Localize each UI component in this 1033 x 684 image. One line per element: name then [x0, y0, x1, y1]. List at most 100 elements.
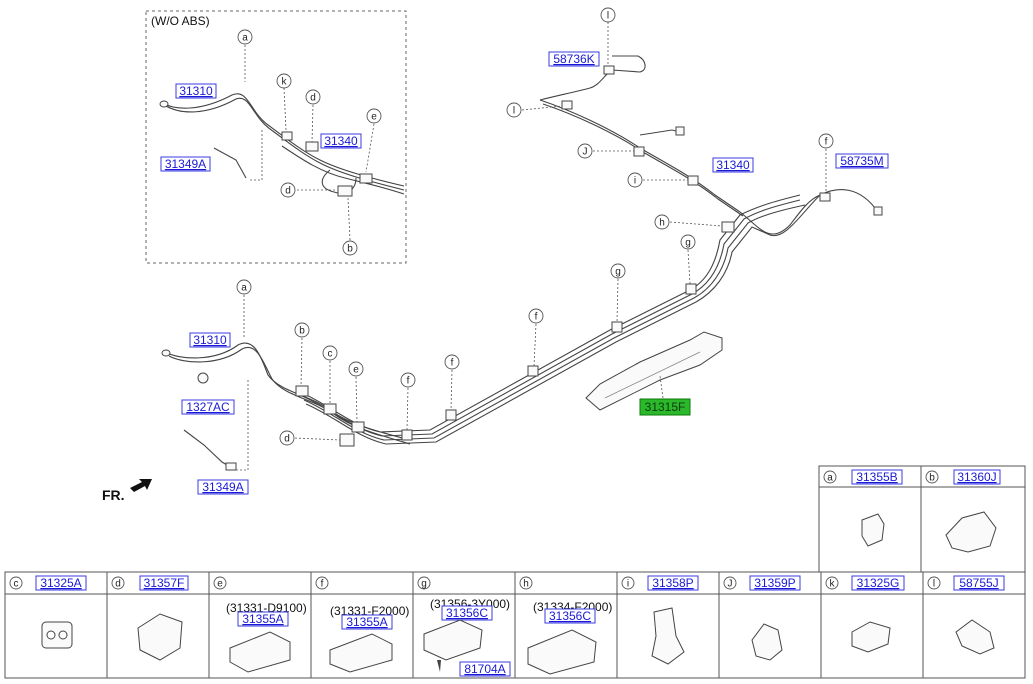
- legend-part-31325A[interactable]: 31325A: [35, 575, 87, 591]
- front-direction-indicator: FR.: [102, 479, 152, 503]
- leader-f3: [533, 323, 537, 367]
- main-clip-g1: [611, 321, 623, 333]
- inset-callout-e: e: [366, 108, 382, 124]
- legend-part-31357F[interactable]: 31357F: [139, 575, 189, 591]
- main-clip-h: [721, 221, 735, 233]
- clip-31357F-icon: [137, 613, 183, 661]
- svg-text:31358P: 31358P: [652, 576, 693, 590]
- main-heat-protector-rib: [604, 351, 701, 399]
- inset-callout-d2: d: [280, 182, 296, 198]
- main-heat-protector: [585, 331, 723, 411]
- part-58736K[interactable]: 58736K: [548, 51, 600, 67]
- main-pipe-bundle: [299, 194, 821, 445]
- part-58735M[interactable]: 58735M: [835, 153, 889, 169]
- svg-text:i: i: [634, 176, 636, 187]
- legend-cell-j: J 31359P: [723, 575, 801, 661]
- inset-clip-b: [337, 185, 353, 197]
- svg-text:c: c: [328, 349, 333, 360]
- svg-text:h: h: [659, 218, 665, 229]
- legend-cell-e: e (31331-D9100) 31355A: [213, 576, 307, 673]
- svg-text:i: i: [627, 579, 629, 590]
- svg-text:31357F: 31357F: [144, 576, 185, 590]
- inset-part-31349A[interactable]: 31349A: [160, 156, 211, 172]
- legend-part-81704A[interactable]: 81704A: [459, 661, 511, 677]
- svg-text:J: J: [728, 579, 733, 590]
- legend-cell-i: i 31358P: [621, 575, 699, 665]
- svg-text:31359P: 31359P: [754, 576, 795, 590]
- svg-text:e: e: [217, 579, 223, 590]
- svg-text:31310: 31310: [193, 333, 227, 347]
- part-31315F-highlighted[interactable]: 31315F: [639, 398, 691, 416]
- part-31349A-main[interactable]: 31349A: [197, 479, 249, 495]
- svg-text:31310: 31310: [179, 84, 213, 98]
- clip-31355A-f-icon: [329, 633, 393, 673]
- main-clip-f1: [401, 429, 413, 441]
- inset-leader-b: [347, 197, 351, 241]
- legend-part-31355A-f[interactable]: 31355A: [341, 614, 393, 630]
- clip-31325G-icon: [851, 621, 891, 653]
- legend-part-31360J[interactable]: 31360J: [953, 469, 1001, 485]
- svg-text:f: f: [451, 358, 454, 369]
- clip-31360J-icon: [945, 511, 997, 553]
- legend-part-31359P[interactable]: 31359P: [749, 575, 801, 591]
- svg-text:d: d: [115, 579, 121, 590]
- inset-pipe-short: [213, 147, 247, 179]
- svg-text:81704A: 81704A: [464, 662, 505, 676]
- svg-text:1327AC: 1327AC: [186, 400, 230, 414]
- main-clip-d: [339, 433, 355, 447]
- part-31310[interactable]: 31310: [189, 332, 231, 348]
- callout-e: e: [348, 361, 364, 377]
- svg-text:l: l: [933, 579, 935, 590]
- svg-text:d: d: [310, 93, 316, 104]
- main-clip-c: [323, 403, 337, 415]
- svg-text:58735M: 58735M: [840, 154, 883, 168]
- clip-31355A-e-icon: [229, 631, 291, 673]
- main-pipe-rear-stub: [639, 129, 681, 136]
- svg-text:31315F: 31315F: [645, 400, 686, 414]
- legend-part-31358P[interactable]: 31358P: [647, 575, 699, 591]
- legend-cell-l: l 58755J: [927, 575, 1005, 655]
- legend-cell-k: k 31325G: [825, 575, 905, 653]
- svg-text:d: d: [285, 186, 291, 197]
- leader-g1: [616, 278, 619, 323]
- callout-i: i: [627, 172, 643, 188]
- callout-f2: f: [444, 354, 460, 370]
- callout-l-left: l: [506, 102, 522, 118]
- inset-without-abs: (W/O ABS) a k d e d b 31310 31340 31349A: [145, 10, 407, 264]
- legend-part-31355A-e[interactable]: 31355A: [237, 611, 289, 627]
- svg-text:g: g: [615, 267, 621, 278]
- svg-text:h: h: [523, 579, 529, 590]
- svg-text:k: k: [282, 77, 288, 88]
- legend-cell-d: d 31357F: [111, 575, 189, 661]
- inset-part-31310[interactable]: 31310: [175, 83, 217, 99]
- legend-part-58755J[interactable]: 58755J: [953, 575, 1005, 591]
- part-1327AC[interactable]: 1327AC: [181, 399, 235, 415]
- svg-text:f: f: [321, 579, 324, 590]
- svg-text:31349A: 31349A: [165, 157, 206, 171]
- part-31340[interactable]: 31340: [712, 157, 754, 173]
- legend-part-31356C-g[interactable]: 31356C: [441, 605, 493, 621]
- callout-b: b: [294, 322, 310, 338]
- legend-bottom-grid: [4, 571, 1026, 679]
- svg-text:e: e: [353, 365, 359, 376]
- main-clip-b: [295, 385, 309, 397]
- svg-text:e: e: [371, 112, 377, 123]
- legend-part-31356C-h[interactable]: 31356C: [544, 608, 596, 624]
- callout-a: a: [236, 279, 252, 295]
- main-fitting-rear: [675, 126, 685, 136]
- callout-l-right: f: [818, 133, 834, 149]
- inset-callout-d1: d: [305, 89, 321, 105]
- svg-text:31340: 31340: [324, 134, 358, 148]
- leader-bracket-31349A: [236, 378, 249, 471]
- inset-clip-e: [359, 173, 373, 184]
- main-clip-l1: [561, 100, 573, 110]
- inset-part-31340[interactable]: 31340: [320, 133, 362, 149]
- svg-text:l: l: [513, 106, 515, 117]
- clip-31359P-icon: [751, 623, 783, 661]
- legend-part-31355B[interactable]: 31355B: [851, 469, 903, 485]
- main-fitting-58735M: [873, 206, 883, 216]
- inset-callout-a: a: [237, 29, 253, 45]
- legend-cell-h: h (31334-F2000) 31356C: [519, 576, 612, 675]
- legend-part-31325G[interactable]: 31325G: [851, 575, 905, 591]
